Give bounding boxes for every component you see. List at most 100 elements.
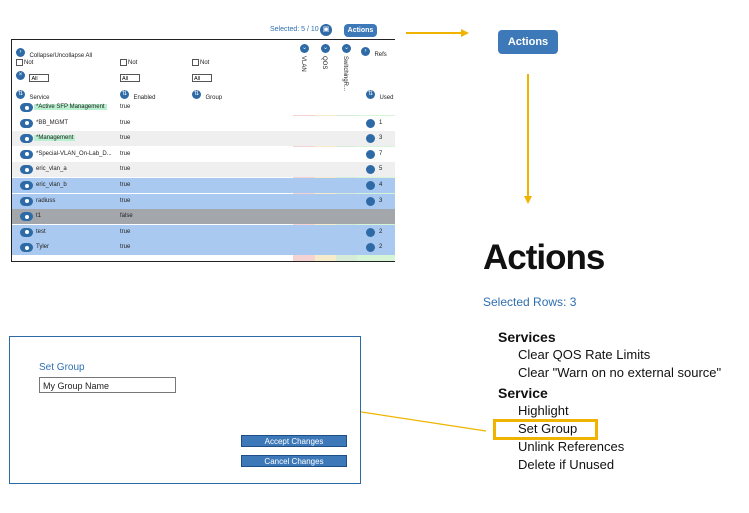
table-row[interactable]: *Active SFP Management true (12, 100, 395, 115)
col-header-group[interactable]: ⇅ Group (192, 90, 223, 101)
enabled-value: true (120, 104, 131, 110)
view-icon[interactable] (20, 118, 33, 128)
table-header: › Collapse/Uncollapse All Not × All Not … (12, 40, 395, 101)
menu-item-set-group[interactable]: Set Group (518, 421, 578, 436)
set-group-highlight (493, 419, 598, 440)
refs-count: 2 (379, 228, 383, 235)
chevron-right-icon[interactable]: › (361, 47, 370, 57)
actions-button[interactable]: Actions (498, 30, 558, 54)
chevron-down-icon[interactable]: ⌄ (342, 44, 351, 53)
view-icon[interactable] (20, 149, 33, 159)
service-name: *BB_MGMT (36, 119, 69, 126)
sort-icon[interactable]: ⇅ (192, 90, 201, 100)
menu-item-highlight[interactable]: Highlight (518, 403, 569, 418)
not-checkbox[interactable] (16, 59, 23, 66)
menu-item-delete-if-unused[interactable]: Delete if Unused (518, 457, 615, 472)
selection-icon[interactable]: ▣ (320, 24, 332, 36)
view-icon[interactable] (20, 181, 33, 190)
enabled-value: true (120, 119, 131, 126)
dialog-title: Set Group (39, 362, 85, 373)
view-icon[interactable] (20, 165, 33, 175)
chevron-down-icon[interactable]: ⌄ (300, 44, 309, 53)
link-icon[interactable] (366, 134, 375, 144)
enabled-value: true (120, 135, 131, 142)
col-header-refs[interactable]: › Refs (361, 43, 387, 61)
menu-item-clear-qos[interactable]: Clear QOS Rate Limits (518, 347, 651, 362)
link-icon[interactable] (366, 227, 375, 237)
service-name: *Special-VLAN_On-Lab_D... (36, 150, 112, 157)
view-icon[interactable] (20, 243, 33, 253)
col-header-vlan[interactable]: VLAN (300, 56, 306, 72)
service-name: *Active SFP Management (34, 104, 107, 110)
sort-icon[interactable]: ⇅ (16, 90, 25, 100)
menu-section-service: Service (498, 385, 548, 401)
collapse-all[interactable]: › Collapse/Uncollapse All (16, 44, 92, 62)
col-header-qos[interactable]: QOS (321, 56, 327, 70)
service-filter: Not × All (16, 59, 50, 85)
enabled-value: true (120, 150, 131, 157)
view-icon[interactable] (20, 134, 33, 144)
enabled-value: true (120, 244, 131, 251)
actions-button-small[interactable]: Actions (344, 24, 377, 37)
view-icon[interactable] (20, 196, 33, 206)
col-header-switching[interactable]: SwitchingR... (342, 56, 348, 92)
enabled-value: true (120, 166, 131, 173)
refs-count: 3 (379, 197, 383, 204)
chevron-right-icon[interactable]: › (16, 48, 25, 58)
col-header-used[interactable]: ⇅ Used (366, 90, 394, 101)
service-name: eric_vlan_a (36, 166, 67, 173)
link-icon[interactable] (366, 149, 375, 159)
enabled-value: false (120, 213, 133, 220)
set-group-dialog: Set Group My Group Name Accept Changes C… (9, 336, 361, 484)
table-row[interactable]: radiuss true 3 (12, 193, 395, 209)
cancel-changes-button[interactable]: Cancel Changes (241, 455, 347, 467)
menu-item-unlink-references[interactable]: Unlink References (518, 439, 625, 454)
selected-rows-count: Selected Rows: 3 (483, 295, 577, 309)
view-icon[interactable] (20, 227, 33, 237)
link-icon[interactable] (366, 181, 375, 190)
accept-changes-button[interactable]: Accept Changes (241, 435, 347, 447)
col-header-enabled[interactable]: ⇅ Enabled (120, 90, 156, 101)
filter-select[interactable]: All (29, 74, 50, 83)
group-filter: Not All (192, 59, 212, 85)
filter-select[interactable]: All (192, 74, 212, 83)
arrow-line (527, 74, 529, 198)
view-icon[interactable] (20, 212, 33, 222)
table-row[interactable]: *BB_MGMT true 1 (12, 115, 395, 131)
service-name: Tyler (36, 244, 50, 251)
menu-item-clear-warn[interactable]: Clear "Warn on no external source" (518, 365, 722, 380)
menu-section-services: Services (498, 329, 556, 345)
not-checkbox[interactable] (120, 59, 127, 66)
group-name-input[interactable]: My Group Name (39, 377, 176, 393)
enabled-filter: Not All (120, 59, 140, 85)
sort-icon[interactable]: ⇅ (120, 90, 129, 100)
enabled-value: true (120, 228, 131, 235)
clear-filter-icon[interactable]: × (16, 71, 25, 81)
services-table: › Collapse/Uncollapse All Not × All Not … (11, 39, 395, 262)
enabled-value: true (120, 197, 131, 204)
arrow-line (406, 32, 462, 34)
refs-count: 4 (379, 182, 383, 188)
service-name: radiuss (36, 197, 56, 204)
not-checkbox[interactable] (192, 59, 199, 66)
refs-count: 1 (379, 119, 383, 126)
link-icon[interactable] (366, 118, 375, 128)
link-icon[interactable] (366, 243, 375, 253)
link-icon[interactable] (366, 165, 375, 175)
sort-icon[interactable]: ⇅ (366, 90, 375, 100)
link-icon[interactable] (366, 196, 375, 206)
filter-select[interactable]: All (120, 74, 140, 83)
refs-count: 3 (379, 135, 383, 142)
view-icon[interactable] (20, 103, 33, 112)
col-header-service[interactable]: ⇅ Service (16, 90, 50, 101)
enabled-value: true (120, 182, 131, 188)
arrow-head-icon (461, 29, 469, 37)
chevron-down-icon[interactable]: ⌄ (321, 44, 330, 53)
